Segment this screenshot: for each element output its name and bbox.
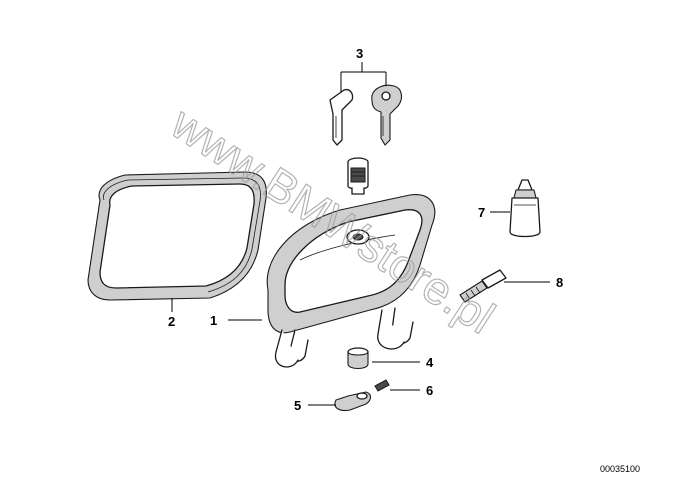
cam-lever: [334, 391, 372, 412]
lock-cylinder: [347, 157, 369, 195]
pin: [374, 379, 390, 392]
label-part-4: 4: [426, 355, 434, 370]
key-left: [329, 88, 354, 146]
label-part-3: 3: [356, 46, 363, 61]
bolt: [459, 269, 507, 303]
label-part-2: 2: [168, 314, 175, 329]
bottle: [509, 179, 541, 238]
key-right: [371, 84, 403, 146]
label-part-6: 6: [426, 383, 433, 398]
cap: [347, 347, 369, 370]
document-number: 00035100: [600, 464, 640, 474]
side-cover-panel: [266, 194, 436, 368]
label-part-8: 8: [556, 275, 563, 290]
leader-lines: [171, 62, 550, 406]
part-labels: 3 2 1 4 5 6 7 8: [168, 46, 563, 413]
label-part-7: 7: [478, 205, 485, 220]
label-part-1: 1: [210, 313, 217, 328]
gasket-frame: [87, 171, 267, 301]
label-part-5: 5: [294, 398, 301, 413]
